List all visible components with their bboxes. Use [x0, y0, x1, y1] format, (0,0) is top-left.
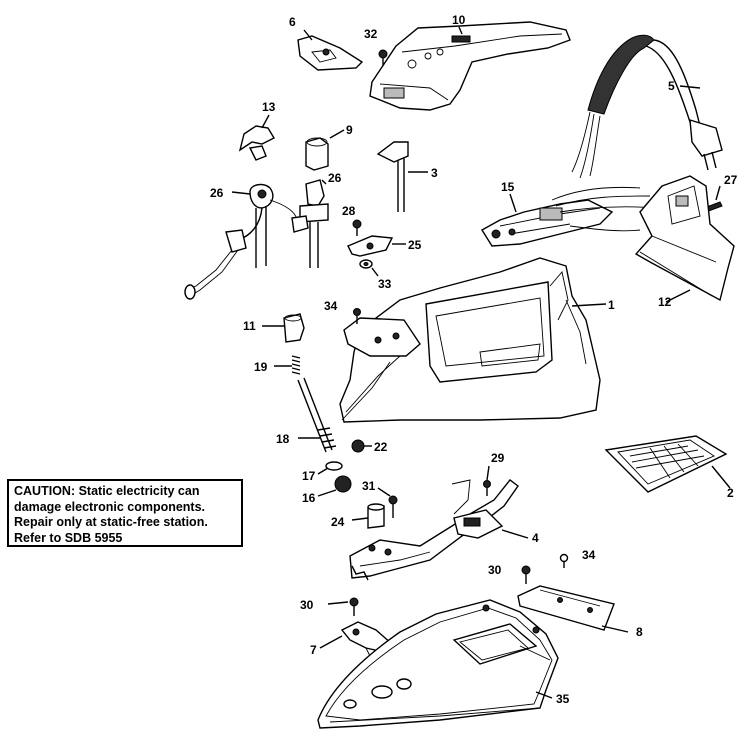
- part-1-iron-body: [339, 257, 601, 423]
- callout-19: 19: [254, 360, 268, 374]
- part-34-screw-top: [353, 308, 361, 324]
- callout-16: 16: [302, 491, 316, 505]
- part-10-handle-top: [369, 21, 571, 111]
- part-15-thermostat-wiring: [481, 186, 661, 247]
- part-4-linkage: [349, 479, 519, 581]
- caution-line-3: Repair only at static-free station.: [14, 515, 208, 529]
- callout-34-right: 34: [582, 548, 596, 562]
- part-35-soleplate: [317, 599, 559, 729]
- callout-18: 18: [276, 432, 290, 446]
- callout-5: 5: [668, 79, 675, 93]
- callout-30-left: 30: [300, 598, 314, 612]
- callout-labels: 6 32 10 5 13 9 3 26 26 15 27 28 25 33 12…: [210, 13, 738, 706]
- callout-24: 24: [331, 515, 345, 529]
- part-29-screw: [483, 480, 491, 496]
- part-33-washer: [359, 259, 373, 269]
- part-28-screw: [352, 219, 362, 236]
- callout-25: 25: [408, 238, 422, 252]
- part-6-top-plate: [297, 35, 364, 71]
- callout-3: 3: [431, 166, 438, 180]
- part-19-spring: [291, 355, 301, 375]
- part-3-valve-rod: [376, 141, 409, 212]
- callout-32: 32: [364, 27, 378, 41]
- part-5-power-cord: [571, 34, 723, 179]
- callout-15: 15: [501, 180, 515, 194]
- part-30-screw-left: [349, 597, 359, 616]
- callout-26-left: 26: [210, 186, 224, 200]
- part-25-bracket: [347, 235, 394, 257]
- part-31-screw: [388, 495, 398, 518]
- callout-17: 17: [302, 469, 316, 483]
- callout-4: 4: [532, 531, 539, 545]
- callout-31: 31: [362, 479, 376, 493]
- part-18-shaft: [297, 377, 337, 453]
- callout-30-right: 30: [488, 563, 502, 577]
- caution-line-2: damage electronic components.: [14, 499, 206, 514]
- part-22-cap: [351, 439, 365, 453]
- callout-2: 2: [727, 486, 734, 500]
- part-26-spray-pump-right: [291, 179, 329, 268]
- part-9-cap: [305, 137, 329, 171]
- callout-28: 28: [342, 204, 356, 218]
- part-2-label: [604, 435, 728, 493]
- callout-26-right: 26: [328, 171, 342, 185]
- caution-notice: CAUTION: Static electricity can damage e…: [7, 479, 243, 547]
- part-16-knob: [334, 475, 352, 493]
- callout-7: 7: [310, 643, 317, 657]
- part-26-spray-pump-left: [184, 183, 301, 300]
- callout-11: 11: [243, 319, 256, 333]
- callout-33: 33: [378, 277, 392, 291]
- part-12-rear-cover: [634, 175, 735, 302]
- callout-27: 27: [724, 173, 738, 187]
- callout-35: 35: [556, 692, 570, 706]
- callout-29: 29: [491, 451, 505, 465]
- callout-13: 13: [262, 100, 276, 114]
- caution-line-1: Static electricity can: [75, 484, 200, 498]
- callout-22: 22: [374, 440, 388, 454]
- callout-10: 10: [452, 13, 466, 27]
- callout-8: 8: [636, 625, 643, 639]
- callout-34-top: 34: [324, 299, 338, 313]
- part-17-o-ring: [325, 461, 343, 471]
- part-34-screw-right: [559, 553, 569, 568]
- caution-line-4: Refer to SDB 5955: [14, 530, 123, 545]
- part-11-button: [283, 313, 305, 343]
- part-24-bushing: [367, 503, 385, 529]
- caution-heading: CAUTION:: [14, 484, 76, 498]
- part-30-screw-right: [521, 565, 531, 584]
- callout-9: 9: [346, 123, 353, 137]
- part-32-screw: [378, 49, 388, 66]
- callout-12: 12: [658, 295, 672, 309]
- part-13-clip: [238, 125, 275, 161]
- callout-1: 1: [608, 298, 615, 312]
- part-8-plate: [517, 585, 615, 631]
- callout-6: 6: [289, 15, 296, 29]
